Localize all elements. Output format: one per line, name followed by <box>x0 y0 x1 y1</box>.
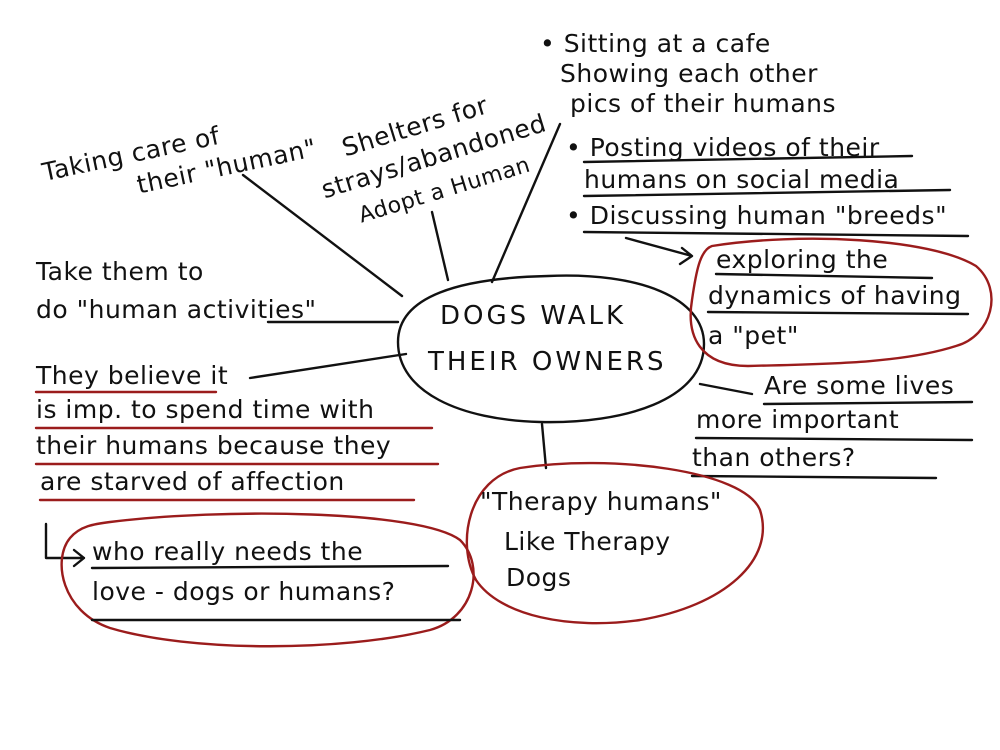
branch-shelters <box>430 210 450 282</box>
center-title-line1: DOGS WALK <box>440 301 626 331</box>
lives-line1: Are some lives <box>764 371 954 400</box>
who-needs-loop <box>60 512 475 648</box>
posting-underline1 <box>582 154 914 164</box>
node-cafe: • Sitting at a cafe Showing each other p… <box>540 29 836 118</box>
lives-underline2 <box>694 436 974 442</box>
lives-underline1 <box>762 400 974 406</box>
believe-line2: is imp. to spend time with <box>36 395 374 424</box>
node-believe: They believe it is imp. to spend time wi… <box>34 361 440 568</box>
therapy-loop <box>465 461 765 625</box>
lives-line3: than others? <box>692 443 856 472</box>
lives-underline3 <box>690 474 938 480</box>
activities-line2: do "human activities" <box>36 295 316 324</box>
exploring-loop <box>689 237 993 368</box>
posting-line2: humans on social media <box>584 165 899 194</box>
who-needs-line1: who really needs the <box>92 537 363 566</box>
exploring-underline1 <box>714 272 934 280</box>
branch-therapy <box>540 422 548 470</box>
discussing-underline <box>582 230 970 238</box>
therapy-line3: Dogs <box>506 563 571 592</box>
therapy-line2: Like Therapy <box>504 527 671 556</box>
who-needs-underline1 <box>90 564 450 570</box>
center-ellipse <box>396 274 706 424</box>
cafe-line1: • Sitting at a cafe <box>540 29 771 58</box>
lives-line2: more important <box>696 405 899 434</box>
discussing-line: • Discussing human "breeds" <box>566 201 947 230</box>
node-discussing: • Discussing human "breeds" <box>566 201 970 266</box>
exploring-line2: dynamics of having <box>708 281 962 310</box>
activities-line1: Take them to <box>35 257 204 286</box>
cafe-line3: pics of their humans <box>570 89 836 118</box>
exploring-line1: exploring the <box>716 245 888 274</box>
branch-taking-care <box>241 173 404 298</box>
branch-lines <box>241 122 754 470</box>
node-exploring: exploring the dynamics of having a "pet" <box>689 237 993 368</box>
believe-line3: their humans because they <box>36 431 391 460</box>
center-node: DOGS WALK THEIR OWNERS <box>396 274 706 424</box>
believe-line1: They believe it <box>35 361 228 390</box>
who-needs-line2: love - dogs or humans? <box>92 577 395 606</box>
node-lives: Are some lives more important than other… <box>690 371 974 480</box>
center-title-line2: THEIR OWNERS <box>427 347 666 377</box>
branch-believe <box>248 352 408 380</box>
posting-underline2 <box>582 188 952 198</box>
node-activities: Take them to do "human activities" <box>35 257 316 324</box>
cafe-line2: Showing each other <box>560 59 818 88</box>
discussing-arrow <box>624 236 694 266</box>
believe-line4: are starved of affection <box>40 467 345 496</box>
node-who-needs: who really needs the love - dogs or huma… <box>60 512 475 648</box>
branch-cafe <box>490 122 562 284</box>
node-therapy: "Therapy humans" Like Therapy Dogs <box>465 461 765 625</box>
exploring-underline2 <box>706 310 970 316</box>
believe-arrow <box>44 522 86 568</box>
node-posting: • Posting videos of their humans on soci… <box>566 133 952 198</box>
therapy-line1: "Therapy humans" <box>480 487 722 516</box>
branch-lives <box>698 382 754 396</box>
exploring-line3: a "pet" <box>708 321 799 350</box>
